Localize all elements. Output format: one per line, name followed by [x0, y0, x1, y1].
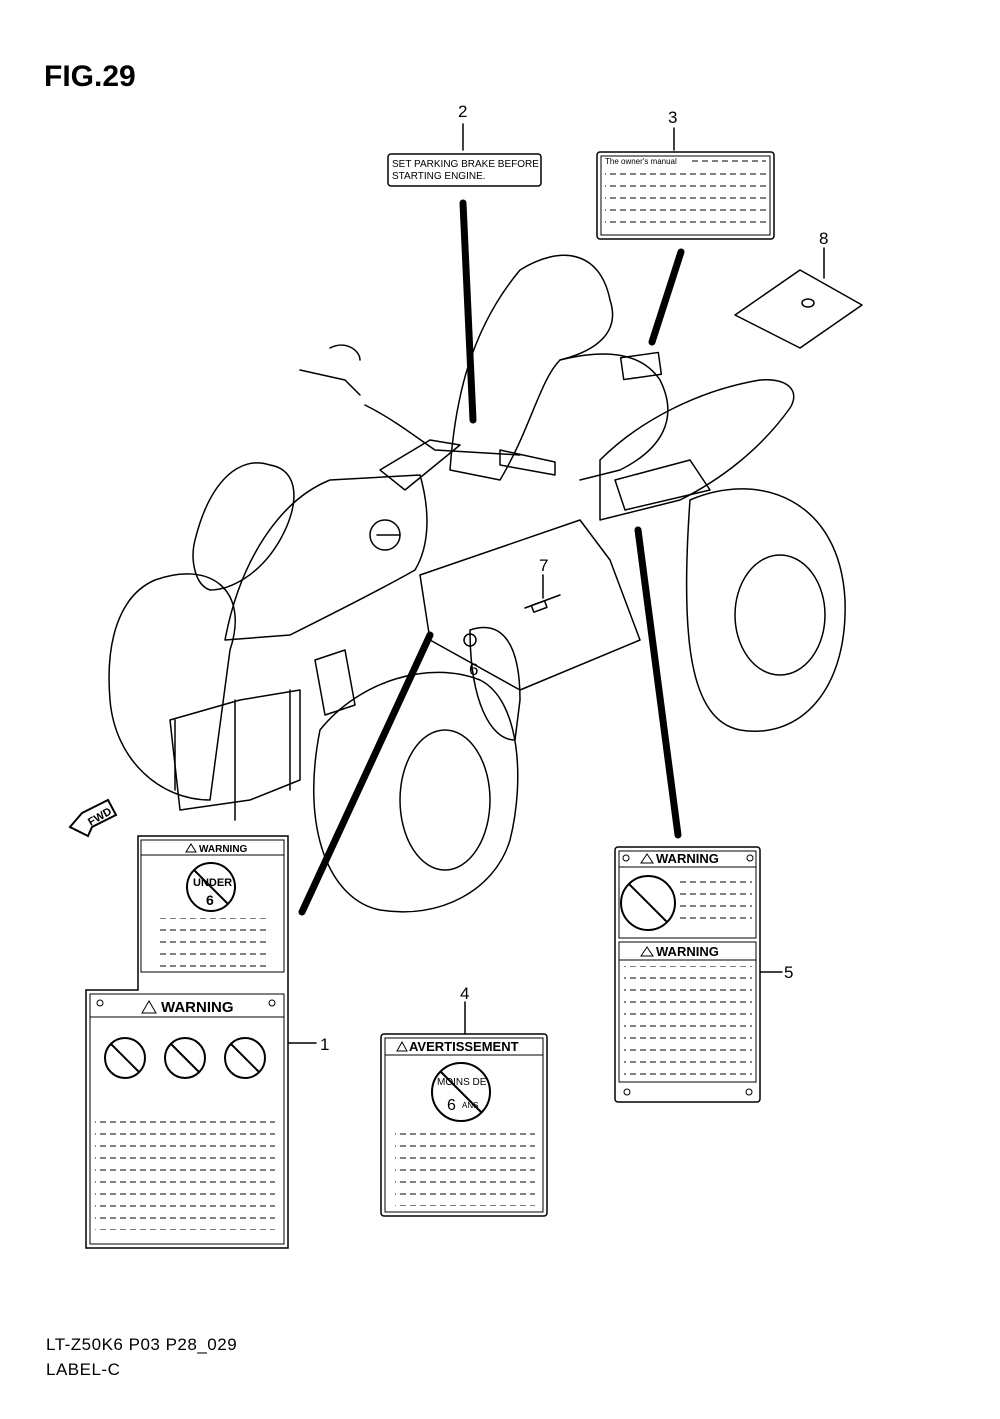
- moins-line1: MOINS DE: [437, 1077, 487, 1088]
- label-3-owners-manual: The owner's manual: [596, 151, 775, 240]
- label-5-bottom-warning: WARNING: [656, 944, 719, 959]
- callout-8: 8: [819, 229, 829, 248]
- owners-manual-heading: The owner's manual: [605, 157, 677, 166]
- callout-5: 5: [784, 963, 794, 982]
- label-2-parking-brake: SET PARKING BRAKE BEFORE STARTING ENGINE…: [387, 153, 542, 187]
- callout-2: 2: [458, 102, 468, 121]
- label-1-warning-sheet: WARNING UNDER 6 WARNING: [85, 835, 289, 1249]
- label-4-avertissement: AVERTISSEMENT MOINS DE 6 ANS: [380, 1033, 548, 1217]
- label-5-warning: WARNING WARNING: [614, 846, 761, 1103]
- under-number: 6: [206, 892, 214, 908]
- fwd-arrow: FWD: [68, 798, 118, 838]
- label-5-top-warning: WARNING: [656, 851, 719, 866]
- moins-number: 6: [447, 1097, 456, 1114]
- leader-lines: [287, 123, 825, 1044]
- figure-title: FIG.29: [44, 60, 136, 93]
- label-1-main-warning: WARNING: [161, 999, 234, 1016]
- diagram-name: LABEL-C: [46, 1360, 121, 1379]
- atv-illustration: [108, 254, 846, 913]
- callout-7: 7: [539, 556, 549, 575]
- parking-brake-line2: STARTING ENGINE.: [392, 171, 486, 182]
- diagram-code: LT-Z50K6 P03 P28_029: [46, 1335, 238, 1354]
- callout-6: 6: [469, 660, 479, 679]
- callout-4: 4: [460, 984, 470, 1003]
- label-1-top-warning: WARNING: [199, 844, 248, 855]
- under-word: UNDER: [193, 877, 232, 889]
- moins-unit: ANS: [462, 1101, 478, 1110]
- avertissement-text: AVERTISSEMENT: [409, 1039, 519, 1054]
- callout-1: 1: [320, 1035, 330, 1054]
- callout-3: 3: [668, 108, 678, 127]
- parking-brake-line1: SET PARKING BRAKE BEFORE: [392, 159, 539, 170]
- part-8-pad: [734, 269, 863, 349]
